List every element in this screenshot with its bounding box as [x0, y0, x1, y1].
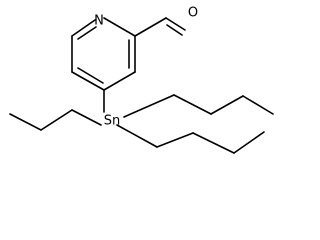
bond-c3-c4 — [103, 71, 136, 91]
bond-down-3 — [192, 132, 235, 154]
bond-sn-left-1 — [71, 109, 102, 126]
bond-c6-n — [71, 19, 96, 37]
butyl-chain-down — [116, 124, 265, 154]
bond-sn-right-1 — [123, 94, 175, 118]
aldehyde-group — [134, 17, 186, 37]
bond-sn-down-1 — [116, 124, 158, 148]
bond-cho-o — [165, 17, 186, 31]
bond-right-2 — [173, 94, 212, 115]
bond-c6-n-inner — [77, 26, 97, 40]
bond-left-2 — [40, 109, 73, 131]
bond-right-4 — [242, 95, 274, 115]
bond-c4-c5-inner — [77, 67, 104, 84]
chemical-structure: N O Sn — [0, 0, 284, 188]
canvas-background — [0, 0, 284, 188]
bond-c3-cho — [134, 17, 167, 37]
bond-n-c2 — [103, 17, 136, 37]
atom-label-nitrogen: N — [94, 14, 104, 29]
pyridine-ring — [71, 17, 136, 91]
bond-down-4 — [233, 131, 265, 154]
bond-right-3 — [210, 95, 244, 115]
butyl-chain-left — [9, 109, 102, 131]
atom-label-oxygen: O — [188, 6, 198, 21]
bond-down-2 — [156, 132, 194, 148]
atom-label-tin: Sn — [104, 114, 121, 129]
bond-cho-o-inner — [166, 24, 183, 36]
bond-left-3 — [9, 113, 42, 131]
butyl-chain-right — [123, 94, 274, 118]
bond-c4-c5 — [71, 71, 105, 91]
